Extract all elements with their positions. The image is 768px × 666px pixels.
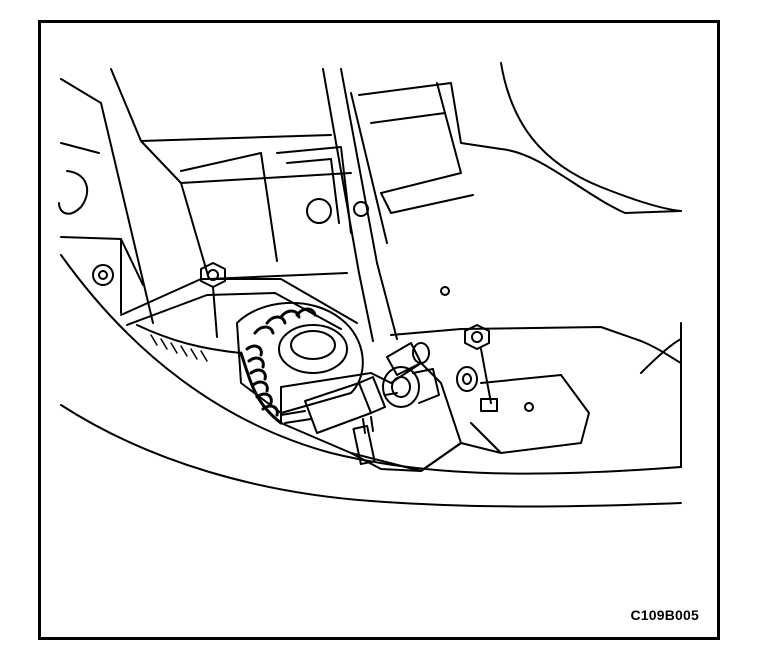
lower-panel-inner-outline	[61, 405, 681, 507]
left-bolt-hole-inner	[99, 271, 107, 279]
bolt-lower-right	[525, 403, 533, 411]
left-wall-plate	[61, 237, 143, 313]
wire-loom-left	[151, 335, 207, 361]
engine-bay-line-drawing	[41, 23, 717, 637]
lower-right-bracket	[471, 375, 589, 453]
illustration-frame: C109B005	[38, 20, 720, 640]
right-upper-panel-inner	[371, 83, 473, 213]
bulkhead-bolt-hole	[307, 199, 331, 223]
figure-code-label: C109B005	[630, 607, 699, 623]
left-rail	[121, 279, 357, 329]
nut-left	[201, 263, 225, 337]
lamp-socket-cap-inner	[291, 331, 335, 359]
right-upper-panel	[359, 83, 681, 213]
lower-center-plate	[351, 443, 501, 471]
lower-panel-edge	[641, 323, 681, 467]
coiled-harness	[241, 309, 315, 423]
right-upper-fender	[501, 63, 681, 211]
left-bolt-hole	[93, 265, 113, 285]
lamp-housing-base	[281, 363, 461, 471]
right-shelf	[391, 327, 681, 363]
grommet-connector	[383, 367, 477, 407]
nut-right	[465, 325, 491, 403]
vertical-strut	[323, 69, 397, 341]
shelf-hole	[441, 287, 449, 295]
upper-bulkhead	[111, 69, 351, 279]
left-rail-wiring	[137, 325, 241, 353]
lamp-housing	[237, 303, 363, 413]
electrical-connector	[281, 377, 397, 433]
lamp-socket-cap	[279, 325, 347, 373]
strut-bolt	[354, 202, 368, 216]
small-bolt-right	[481, 399, 497, 411]
upper-bulkhead-box	[181, 147, 351, 261]
left-wall	[59, 79, 153, 323]
lower-panel-outline	[61, 255, 681, 474]
